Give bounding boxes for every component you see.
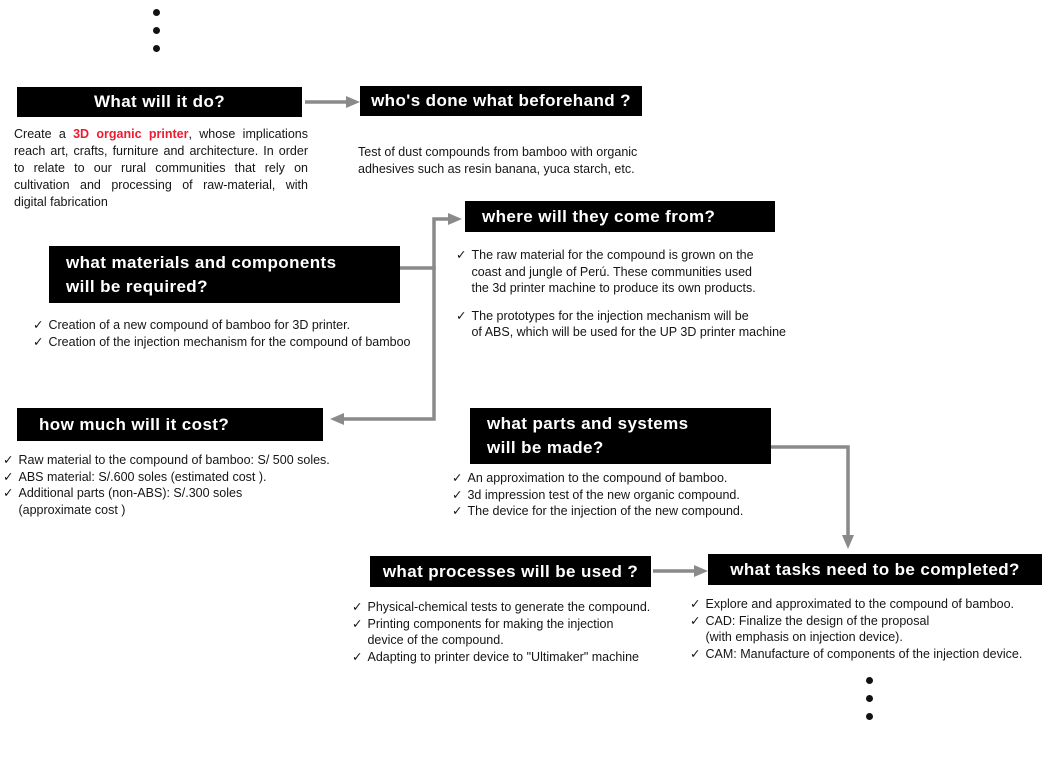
list-item: ✓ Raw material to the compound of bamboo…	[3, 452, 343, 469]
list-item-text: Adapting to printer device to "Ultimaker…	[367, 649, 639, 664]
check-icon: ✓	[690, 597, 701, 611]
check-icon: ✓	[456, 308, 467, 323]
dot	[866, 695, 873, 702]
header-what-processes-will-be-used: what processes will be used ?	[370, 556, 651, 587]
connector-materials-to-where	[432, 213, 462, 270]
dot	[153, 45, 160, 52]
list-item-text: The device for the injection of the new …	[467, 504, 744, 518]
check-icon: ✓	[452, 471, 463, 485]
check-icon: ✓	[690, 646, 701, 661]
header-whos-done-what-beforehand: who's done what beforehand ?	[360, 86, 642, 116]
ellipsis-dots-top	[153, 9, 160, 52]
highlight-3d-organic-printer: 3D organic printer	[73, 127, 189, 141]
list-item-text: CAM: Manufacture of components of the in…	[705, 646, 1023, 661]
header-line: what parts and systems	[487, 414, 689, 433]
materials-bullet-list: ✓ Creation of a new compound of bamboo f…	[33, 317, 418, 350]
list-item: ✓ Physical-chemical tests to generate th…	[352, 599, 682, 616]
list-item: ✓ Creation of a new compound of bamboo f…	[33, 317, 418, 334]
check-icon: ✓	[352, 649, 363, 664]
list-item-text: ABS material: S/.600 soles (estimated co…	[18, 469, 267, 484]
header-what-materials-and-components: what materials and components will be re…	[49, 246, 400, 303]
check-icon: ✓	[352, 616, 363, 631]
list-item-text: An approximation to the compound of bamb…	[467, 471, 728, 485]
dot	[866, 677, 873, 684]
check-icon: ✓	[352, 600, 363, 614]
list-item-text: Creation of the injection mechanism for …	[48, 334, 411, 349]
dot	[866, 713, 873, 720]
check-icon: ✓	[3, 469, 14, 484]
check-icon: ✓	[33, 318, 44, 332]
description-text: Create a	[14, 127, 74, 141]
list-item-text: The raw material for the compound is gro…	[471, 248, 756, 295]
header-line: will be required?	[66, 276, 208, 296]
header-what-parts-and-systems: what parts and systems will be made?	[470, 408, 771, 464]
list-item: ✓ The prototypes for the injection mecha…	[456, 308, 801, 341]
header-what-will-it-do: What will it do?	[17, 87, 302, 117]
list-item-text: CAD: Finalize the design of the proposal…	[705, 613, 930, 645]
check-icon: ✓	[3, 486, 14, 500]
dot	[153, 27, 160, 34]
list-item: ✓ The raw material for the compound is g…	[456, 247, 801, 297]
list-item-text: Additional parts (non-ABS): S/.300 soles…	[18, 486, 243, 517]
list-item-text: Creation of a new compound of bamboo for…	[48, 318, 351, 332]
list-item: ✓ Additional parts (non-ABS): S/.300 sol…	[3, 485, 343, 518]
list-item: ✓ 3d impression test of the new organic …	[452, 487, 812, 504]
list-item: ✓ ABS material: S/.600 soles (estimated …	[3, 469, 343, 486]
list-item: ✓ Creation of the injection mechanism fo…	[33, 334, 418, 351]
check-icon: ✓	[452, 487, 463, 502]
list-item-text: Physical-chemical tests to generate the …	[367, 600, 651, 614]
parts-bullet-list: ✓ An approximation to the compound of ba…	[452, 470, 812, 520]
header-line: what materials and components	[66, 252, 337, 272]
processes-bullet-list: ✓ Physical-chemical tests to generate th…	[352, 599, 682, 665]
list-item: ✓ The device for the injection of the ne…	[452, 503, 812, 520]
header-what-tasks-need-to-be-completed: what tasks need to be completed?	[708, 554, 1042, 585]
list-item: ✓ CAM: Manufacture of components of the …	[690, 646, 1052, 663]
ellipsis-dots-bottom	[866, 677, 873, 720]
list-item: ✓ Printing components for making the inj…	[352, 616, 682, 649]
cost-bullet-list: ✓ Raw material to the compound of bamboo…	[3, 452, 343, 518]
list-item-text: 3d impression test of the new organic co…	[467, 487, 740, 502]
list-item-text: Printing components for making the injec…	[367, 616, 614, 648]
whos-done-what-description: Test of dust compounds from bamboo with …	[358, 145, 638, 176]
list-item: ✓ Adapting to printer device to "Ultimak…	[352, 649, 682, 666]
check-icon: ✓	[3, 453, 14, 467]
description-text: , whose implications reach art, crafts, …	[14, 127, 308, 209]
list-item-text: Explore and approximated to the compound…	[705, 597, 1015, 611]
list-item: ✓ CAD: Finalize the design of the propos…	[690, 613, 1052, 646]
where-bullet-list: ✓ The raw material for the compound is g…	[456, 247, 801, 341]
check-icon: ✓	[456, 248, 467, 262]
check-icon: ✓	[452, 504, 463, 518]
header-where-will-they-come-from: where will they come from?	[465, 201, 775, 232]
check-icon: ✓	[33, 334, 44, 349]
tasks-bullet-list: ✓ Explore and approximated to the compou…	[690, 596, 1052, 662]
list-item: ✓ An approximation to the compound of ba…	[452, 470, 812, 487]
check-icon: ✓	[690, 613, 701, 628]
what-will-it-do-description: Create a 3D organic printer, whose impli…	[14, 126, 308, 211]
dot	[153, 9, 160, 16]
header-how-much-will-it-cost: how much will it cost?	[17, 408, 323, 441]
list-item-text: Raw material to the compound of bamboo: …	[18, 453, 330, 467]
list-item-text: The prototypes for the injection mechani…	[471, 308, 786, 340]
list-item: ✓ Explore and approximated to the compou…	[690, 596, 1052, 613]
header-line: will be made?	[487, 438, 604, 457]
